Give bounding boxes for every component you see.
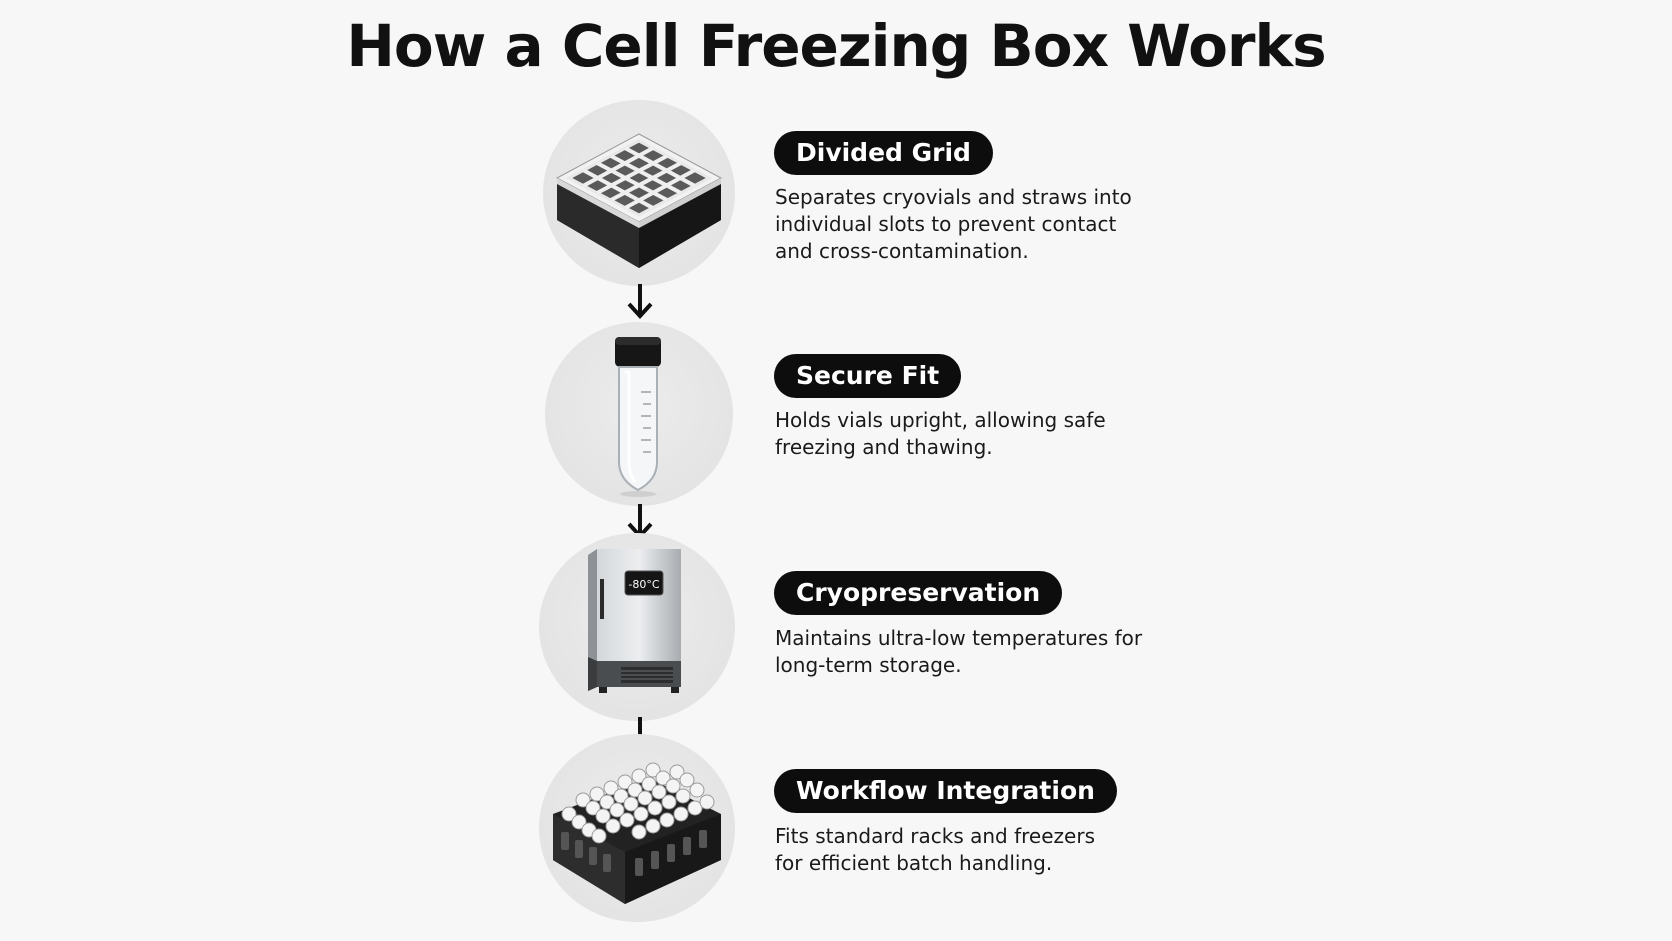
freezer-display-reading: -80°C — [628, 578, 659, 591]
vial-rack-icon — [553, 762, 721, 904]
step-4-description: Fits standard racks and freezers for eff… — [775, 824, 1095, 875]
step-4-heading: Workflow Integration — [774, 769, 1117, 813]
down-arrow-icon — [627, 284, 653, 319]
step-2-heading: Secure Fit — [774, 354, 962, 398]
step-2-image — [545, 322, 733, 506]
step-3-image: -80°C — [539, 533, 735, 721]
step-1-image — [543, 100, 735, 286]
freezing-box-grid-icon — [555, 133, 723, 268]
page-title: How a Cell Freezing Box Works — [346, 12, 1326, 80]
step-1-description: Separates cryovials and straws into indi… — [775, 185, 1132, 263]
step-3-description: Maintains ultra-low temperatures for lon… — [775, 626, 1143, 677]
step-2-description: Holds vials upright, allowing safe freez… — [775, 408, 1106, 459]
cryovial-tube-icon — [615, 337, 661, 497]
step-3-heading: Cryopreservation — [774, 571, 1063, 615]
ultra-low-freezer-icon: -80°C — [588, 549, 681, 693]
step-4-image — [539, 734, 735, 922]
step-1-heading: Divided Grid — [774, 131, 993, 175]
